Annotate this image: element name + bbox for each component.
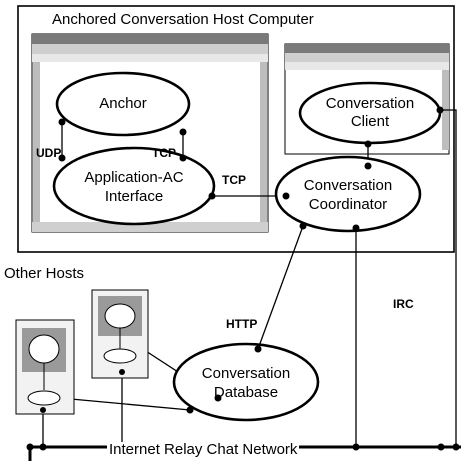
application-ac-interface-node <box>52 146 216 226</box>
coordinator-label-line2: Coordinator <box>308 196 388 213</box>
conversation-database-node <box>172 342 320 422</box>
client-label-line1: Conversation <box>325 95 415 112</box>
http-label: HTTP <box>226 317 258 331</box>
tcp-label-1: TCP <box>152 146 176 160</box>
other-host-box-2 <box>15 319 75 415</box>
coordinator-label-line1: Conversation <box>303 177 393 194</box>
database-label-line2: Database <box>213 384 279 401</box>
database-label-line1: Conversation <box>201 365 291 382</box>
other-hosts-title: Other Hosts <box>4 265 85 282</box>
anchor-label: Anchor <box>99 95 147 112</box>
client-label-line2: Client <box>350 113 390 130</box>
host-title: Anchored Conversation Host Computer <box>52 11 314 28</box>
network-label: Internet Relay Chat Network <box>107 441 300 458</box>
conversation-coordinator-node <box>274 155 422 233</box>
app-ac-label-line2: Interface <box>104 188 164 205</box>
app-ac-label-line1: Application-AC <box>84 169 184 186</box>
connection-dots <box>26 106 460 451</box>
other-host-box-1 <box>91 289 149 379</box>
udp-label: UDP <box>36 146 62 160</box>
host-computer-box <box>17 5 455 253</box>
tcp-label-2: TCP <box>222 173 246 187</box>
anchor-node <box>55 71 191 137</box>
irc-label: IRC <box>393 297 414 311</box>
